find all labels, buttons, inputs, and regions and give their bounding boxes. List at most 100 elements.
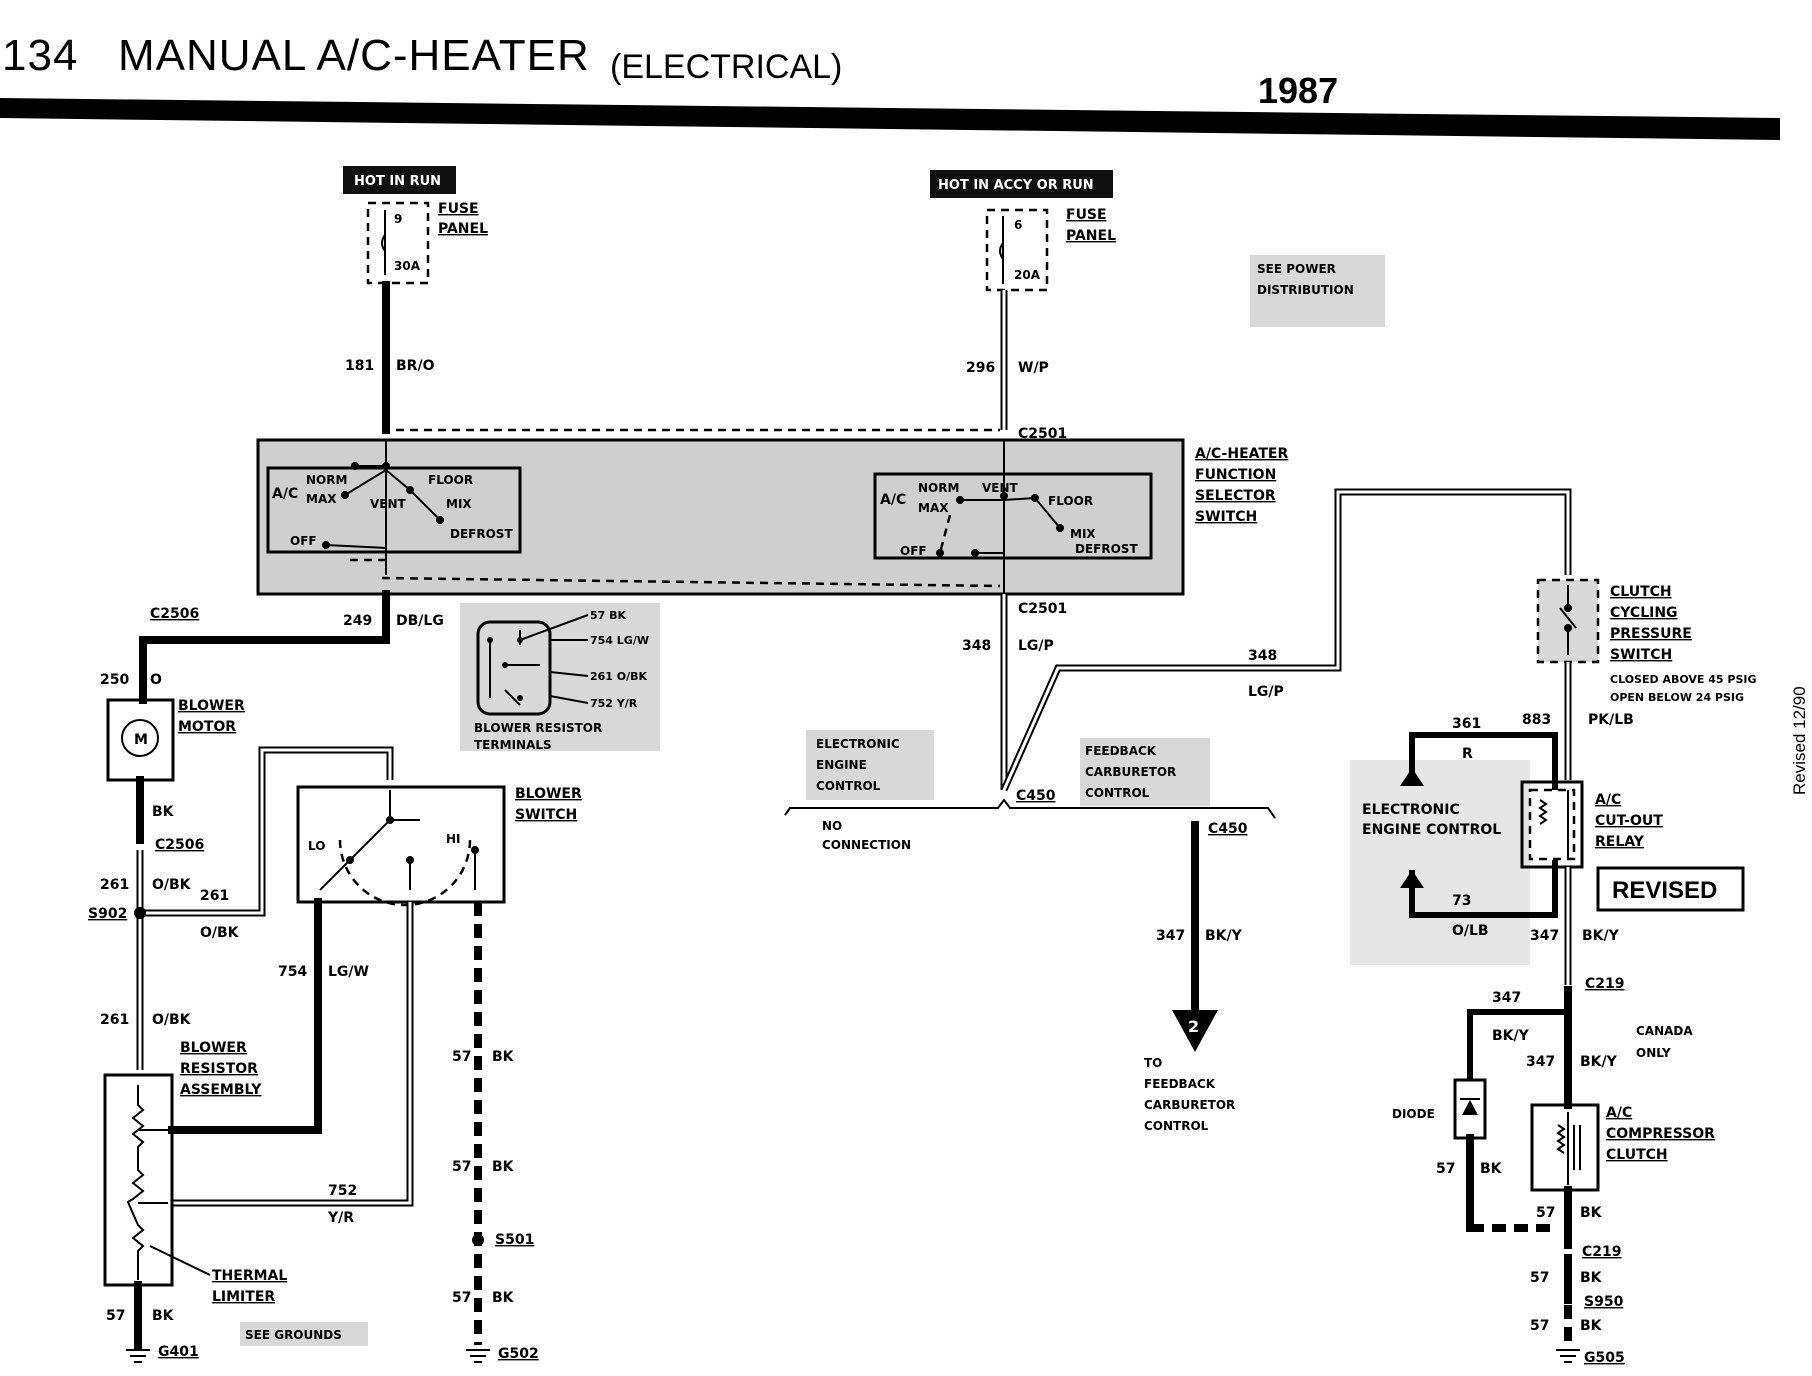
ac-position-label: A/C	[880, 492, 906, 508]
wire-73-number: 73	[1452, 893, 1471, 909]
compressor-label: COMPRESSOR	[1606, 1126, 1715, 1142]
defrost-label: DEFROST	[1075, 542, 1138, 556]
off-label: OFF	[290, 534, 317, 548]
fuse-panel-label: FUSE	[438, 201, 479, 217]
wire-181-number: 181	[345, 358, 374, 374]
c450-connector-line	[784, 798, 1276, 819]
wire-361-arrow	[1400, 768, 1424, 786]
wire-bk-color: BK	[1580, 1205, 1603, 1221]
blower-motor-label: MOTOR	[178, 719, 236, 735]
ground-g502	[466, 1349, 490, 1363]
ac-compressor-clutch: A/C COMPRESSOR CLUTCH	[1530, 1103, 1715, 1192]
wire-347-number: 347	[1526, 1054, 1555, 1070]
ground-g401	[126, 1349, 150, 1363]
wire-347-number: 347	[1492, 990, 1521, 1006]
fbc-label: CARBURETOR	[1085, 765, 1176, 779]
wire-261-color: O/BK	[200, 925, 240, 941]
relay-label: CUT-OUT	[1595, 813, 1663, 829]
defrost-label: DEFROST	[450, 527, 513, 541]
wire-261-number: 261	[200, 888, 229, 904]
fbc-label: CONTROL	[1085, 786, 1150, 800]
wire-754-number: 754	[278, 964, 307, 980]
wire-361-color: R	[1462, 746, 1473, 762]
wire-250-color: O	[150, 672, 162, 688]
wire-348-color: LG/P	[1018, 638, 1054, 654]
wire-347-diode	[1467, 1009, 1568, 1080]
wire-754-color: LG/W	[328, 964, 369, 980]
clutch-switch-label: PRESSURE	[1610, 626, 1692, 642]
eec-relay-shade	[1350, 760, 1530, 965]
wire-296-number: 296	[966, 360, 995, 376]
wire-261-number: 261	[100, 1012, 129, 1028]
wire-249-number: 249	[343, 613, 372, 629]
revised-stamp: REVISED	[1596, 866, 1745, 912]
wire-347-color: BK/Y	[1582, 928, 1620, 944]
wire-250-number: 250	[100, 672, 129, 688]
terminal-754-label: 754 LG/W	[590, 634, 649, 647]
clutch-switch-label: SWITCH	[1610, 647, 1672, 663]
fuse-panel-label: PANEL	[438, 221, 488, 237]
wire-57-number: 57	[1530, 1318, 1549, 1334]
canada-only-label: CANADA	[1636, 1024, 1693, 1038]
to-fbc-label: CONTROL	[1144, 1119, 1209, 1133]
eec-label: ELECTRONIC	[816, 737, 900, 751]
thermal-limiter-label: THERMAL	[212, 1268, 287, 1284]
wire-261-color: O/BK	[152, 877, 192, 893]
fuse-6-rating: 20A	[1014, 268, 1041, 282]
eec-label: CONTROL	[816, 779, 881, 793]
wire-261-number: 261	[100, 877, 129, 893]
blower-resistor-label: ASSEMBLY	[180, 1082, 262, 1098]
eec-right-label: ELECTRONIC	[1362, 802, 1460, 818]
function-selector-switch: A/C NORM MAX VENT FLOOR MIX DEFROST OFF …	[256, 428, 1288, 596]
hot-in-run-tag	[343, 166, 456, 194]
see-grounds-note	[240, 1322, 368, 1346]
page-subtitle: (ELECTRICAL)	[610, 48, 842, 86]
wire-57-number: 57	[1436, 1161, 1455, 1177]
wire-348-color: LG/P	[1248, 684, 1284, 700]
connector-c2501: C2501	[1018, 426, 1067, 442]
wire-bk-color: BK	[152, 1308, 175, 1324]
connector-c2506: C2506	[150, 606, 199, 622]
wire-296-color: W/P	[1018, 360, 1049, 376]
header: 134 MANUAL A/C-HEATER (ELECTRICAL) 1987	[0, 31, 1780, 140]
ac-position-label: A/C	[272, 486, 298, 502]
blower-motor-label: BLOWER	[178, 698, 245, 714]
reference-number: 2	[1188, 1017, 1199, 1036]
wire-347-color: BK/Y	[1580, 1054, 1618, 1070]
wire-883-number: 883	[1522, 712, 1551, 728]
page-number: 134	[2, 31, 78, 80]
wire-bk-color: BK	[492, 1290, 515, 1306]
compressor-label: A/C	[1606, 1105, 1632, 1121]
terminal-261-label: 261 O/BK	[590, 670, 648, 683]
max-label: MAX	[918, 501, 949, 515]
terminals-caption: TERMINALS	[474, 738, 552, 752]
switch-right-deck	[873, 472, 1153, 560]
max-label: MAX	[306, 492, 337, 506]
fuse-9-rating: 30A	[394, 259, 421, 273]
wire-181-color: BR/O	[396, 358, 435, 374]
wire-73	[1409, 860, 1558, 918]
connector-c450: C450	[1208, 821, 1248, 837]
switch-left-deck	[266, 466, 522, 554]
see-grounds-label: SEE GROUNDS	[245, 1328, 342, 1342]
ground-g505	[1556, 1349, 1580, 1363]
wire-bk-color: BK	[152, 804, 175, 820]
eec-right-label: ENGINE CONTROL	[1362, 822, 1501, 838]
see-power-distribution-note: SEE POWER DISTRIBUTION	[1250, 255, 1385, 327]
connector-c2506: C2506	[155, 837, 204, 853]
revised-label: REVISED	[1612, 877, 1717, 904]
to-fbc-label: FEEDBACK	[1144, 1077, 1216, 1091]
connector-c450: C450	[1016, 788, 1056, 804]
see-power-label: DISTRIBUTION	[1257, 283, 1354, 297]
wire-57-number: 57	[106, 1308, 125, 1324]
canada-only-label: ONLY	[1636, 1046, 1671, 1060]
fuse-6-number: 6	[1014, 218, 1022, 232]
floor-label: FLOOR	[1048, 494, 1093, 508]
model-year: 1987	[1258, 70, 1338, 111]
wire-bk-color: BK	[492, 1049, 515, 1065]
hot-in-run-label: HOT IN RUN	[354, 174, 441, 189]
wire-347-number: 347	[1156, 928, 1185, 944]
revision-note: Revised 12/90	[1790, 686, 1809, 795]
wire-752-color: Y/R	[327, 1210, 354, 1226]
